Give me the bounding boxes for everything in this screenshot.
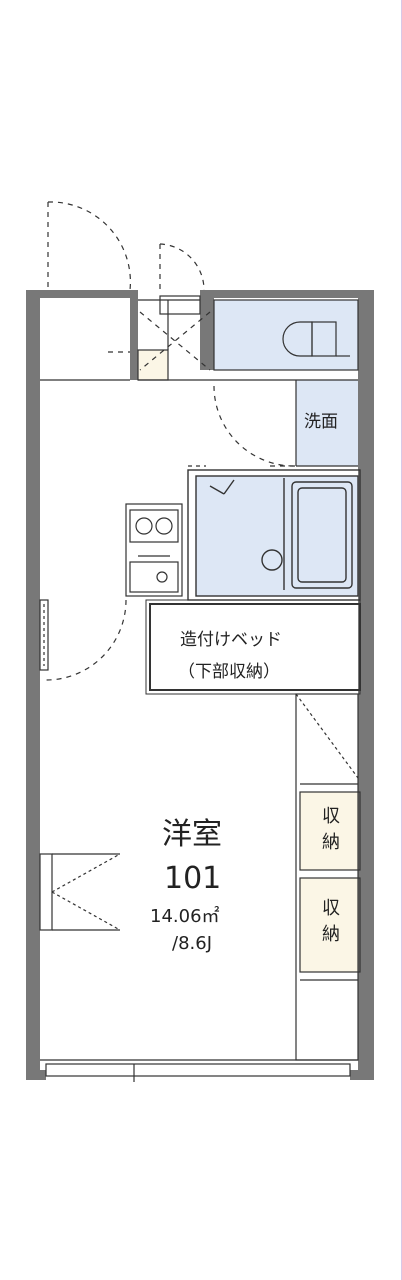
room-name: 洋室 <box>162 817 222 852</box>
entrance-door-swings <box>47 201 211 371</box>
toilet-room <box>213 299 359 371</box>
closet-column <box>295 693 361 1061</box>
storage-label-2: 収納 <box>319 898 340 950</box>
exterior-walls <box>26 290 374 1080</box>
corridor-door-swing <box>45 599 127 681</box>
storage-1-fill <box>300 792 360 870</box>
toilet-room-fill <box>214 300 358 370</box>
side-window <box>39 599 49 671</box>
bathroom-fill <box>196 476 358 596</box>
washroom-label: 洗面 <box>304 412 338 432</box>
small-cabinet-fill <box>138 350 168 380</box>
storage-label-1: 収納 <box>319 806 340 858</box>
washroom-walls <box>214 379 358 467</box>
storage-2-fill <box>300 878 360 972</box>
entrance-lines <box>40 295 214 381</box>
window-bottom <box>45 1063 351 1082</box>
left-window <box>39 853 121 931</box>
washroom-door-swing <box>213 385 295 467</box>
bed-label-line2: （下部収納） <box>178 662 280 682</box>
room-area: 14.06㎡ <box>150 906 220 927</box>
bathroom <box>187 469 361 601</box>
room-tatami: /8.6J <box>172 933 212 954</box>
washroom-fill <box>296 380 358 466</box>
bed-label-line1: 造付けベッド <box>180 630 282 650</box>
kitchen-stove <box>125 503 183 597</box>
room-number: 101 <box>164 861 222 896</box>
